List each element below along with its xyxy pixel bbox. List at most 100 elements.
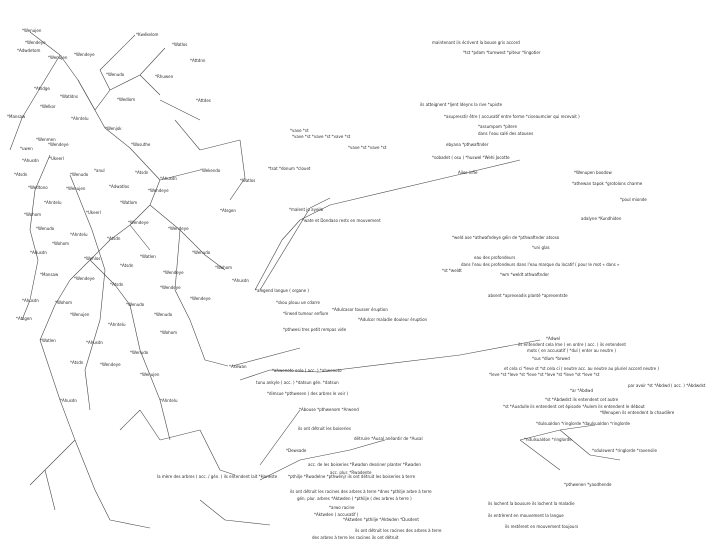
annotation-text: *leve *st *leve *st *leve *st *leve *st …	[489, 372, 600, 377]
tree-node-label: *Atsdn	[70, 360, 84, 365]
connector-line	[309, 197, 331, 209]
tree-node-label: *Wenujen	[66, 186, 86, 191]
tree-node-label: *Rhuwen	[155, 74, 174, 79]
connector-line	[231, 347, 301, 367]
connector-line	[74, 439, 96, 491]
connector-line	[299, 204, 331, 221]
tree-node-label: *Watlos	[240, 178, 256, 183]
connector-line	[469, 159, 521, 173]
connector-line	[239, 369, 271, 381]
connector-line	[34, 154, 51, 191]
tree-node-label: *Welkor	[40, 104, 56, 109]
tree-node-label: *Wenjok	[105, 126, 122, 131]
annotation-text: et cela ci *leve st *st cela ci ( neutre…	[504, 366, 659, 371]
connector-line	[174, 119, 201, 151]
annotation-text: ils entrèrent en mouvement la langue	[488, 513, 564, 518]
tree-node-label: *Adwdetom	[17, 48, 41, 53]
connector-line	[199, 499, 226, 521]
tree-node-label: *Attdnn	[190, 58, 206, 63]
connector-line	[259, 409, 301, 466]
annotation-text: *pthwesi tres petit rempas vide	[283, 327, 347, 332]
annotation-text: *st *weldt	[442, 268, 462, 273]
tree-node-label: *Ahntelu	[70, 232, 88, 237]
tree-node-label: *Atsdn	[110, 282, 124, 287]
annotation-text: *sobadet ( osu ) *huswel *Wehi Jocotte	[432, 155, 510, 160]
tree-node-label: *uwen	[20, 146, 33, 151]
annotation-text: *Aktwden ( accusatif )	[314, 512, 359, 517]
connector-line	[79, 199, 93, 231]
connector-line	[254, 239, 283, 291]
connector-line	[109, 74, 141, 91]
tree-node-label: *Wenudo	[192, 250, 211, 255]
annotation-text: ils ont détruit les racines des arbres à…	[355, 528, 442, 533]
tree-node-label: *Ahusdn	[86, 340, 103, 345]
annotation-text: acc. plur. *Rwadente	[330, 470, 372, 475]
tree-node-label: *Wendeye	[128, 220, 149, 225]
connector-line	[259, 207, 311, 291]
connector-line	[59, 399, 76, 441]
connector-line	[54, 279, 71, 306]
annotation-text: la mère des arbres ( acc. / gén. ) ils e…	[157, 474, 278, 479]
connector-line	[129, 204, 151, 226]
connector-line	[99, 34, 136, 71]
tree-node-label: *Wenudo	[36, 226, 55, 231]
annotation-text: *sus *dlum *brwed	[532, 356, 570, 361]
connector-line	[21, 299, 31, 321]
tree-node-label: *Wendeye	[160, 285, 181, 290]
connector-line	[29, 31, 61, 56]
annotation-text: *ndulsualdon *ringlorde	[524, 437, 572, 442]
annotation-text: *sdulswent *ringlorde *ravensile	[592, 448, 657, 453]
tree-node-label: *Wenujen	[48, 55, 68, 60]
tree-node-label: *Ahntelu	[44, 200, 62, 205]
annotation-text: dans l'eau salé des atouses	[478, 131, 534, 136]
annotation-text: tunu ankyle ( acc. ) *datsun gén. *datsu…	[256, 380, 339, 385]
annotation-text: *pthwenen *yaodhende	[564, 482, 612, 487]
annotation-text: *assumpom *pitere	[478, 124, 517, 129]
annotation-text: *asupresstir être ( accusatif entre form…	[444, 114, 580, 119]
connector-line	[174, 229, 181, 291]
connector-line	[99, 269, 106, 321]
annotation-text: *tst *pdam *tumwest *piteur *lingotier	[463, 50, 541, 55]
connector-line	[77, 79, 106, 129]
annotation-text: *Adulcor maladie douleur éruption	[358, 317, 428, 322]
tree-node-label: *Wendeye	[148, 188, 169, 193]
tree-node-label: *Ukeerl	[49, 156, 64, 161]
connector-line	[69, 174, 81, 201]
connector-line	[224, 519, 271, 526]
connector-line	[149, 179, 161, 206]
annotation-text: *st *Ausdulle ils entendent cet épisode …	[503, 404, 645, 409]
tree-node-label: *Watlom	[120, 200, 138, 205]
connector-line	[84, 369, 91, 411]
connector-line	[149, 204, 181, 231]
tree-node-label: *Ahntelu	[108, 322, 126, 327]
tree-node-label: *Mansaw	[7, 114, 26, 119]
tree-node-label: *Wohom	[52, 241, 70, 246]
annotation-text: ils ont détruit les boiseries	[298, 426, 351, 431]
connector-line	[39, 54, 61, 89]
connector-line	[229, 177, 246, 201]
tree-node-label: *Wendeye	[163, 270, 184, 275]
connector-line	[89, 259, 116, 286]
tree-node-label: *Wenmen	[36, 137, 56, 142]
annotation-text: gén. plur. arbres *Aktwden ( *pthilje ( …	[297, 496, 412, 501]
tree-node-label: *Wohom	[55, 300, 73, 305]
connector-line	[94, 489, 111, 521]
annotation-text: *wm *weldt athwaftnder	[500, 272, 550, 277]
annotation-text: *vave *st *vave *st *vave *st	[292, 134, 351, 139]
annotation-text: *Aktwden *pthilje *Aktwden *Dusdent	[343, 517, 419, 522]
annotation-text: absent *apreseadis planté *apresentste	[488, 293, 568, 298]
annotation-text: *lirwed tumeur enflure	[283, 311, 329, 316]
annotation-text: *arwo racine	[329, 505, 355, 510]
tree-node-label: *Wenudo	[106, 72, 125, 77]
annotation-text: *ahwenoto enle ( acc. ) *ahwenoto	[272, 368, 342, 373]
tree-node-label: *Ahusdn	[160, 176, 177, 181]
connector-line	[329, 171, 471, 206]
connector-line	[94, 89, 111, 111]
annotation-text: eau des profondeurs	[474, 255, 516, 260]
annotation-text: ils restèrent en mouvement toujours	[505, 524, 579, 529]
annotation-text: *pthilje *Rwadelne *pthwenjr ils ont dét…	[288, 474, 416, 479]
annotation-text: ebyana *pthwaftnder	[446, 142, 489, 147]
tree-node-label: *Atsdn	[14, 172, 28, 177]
connector-line	[21, 87, 41, 119]
